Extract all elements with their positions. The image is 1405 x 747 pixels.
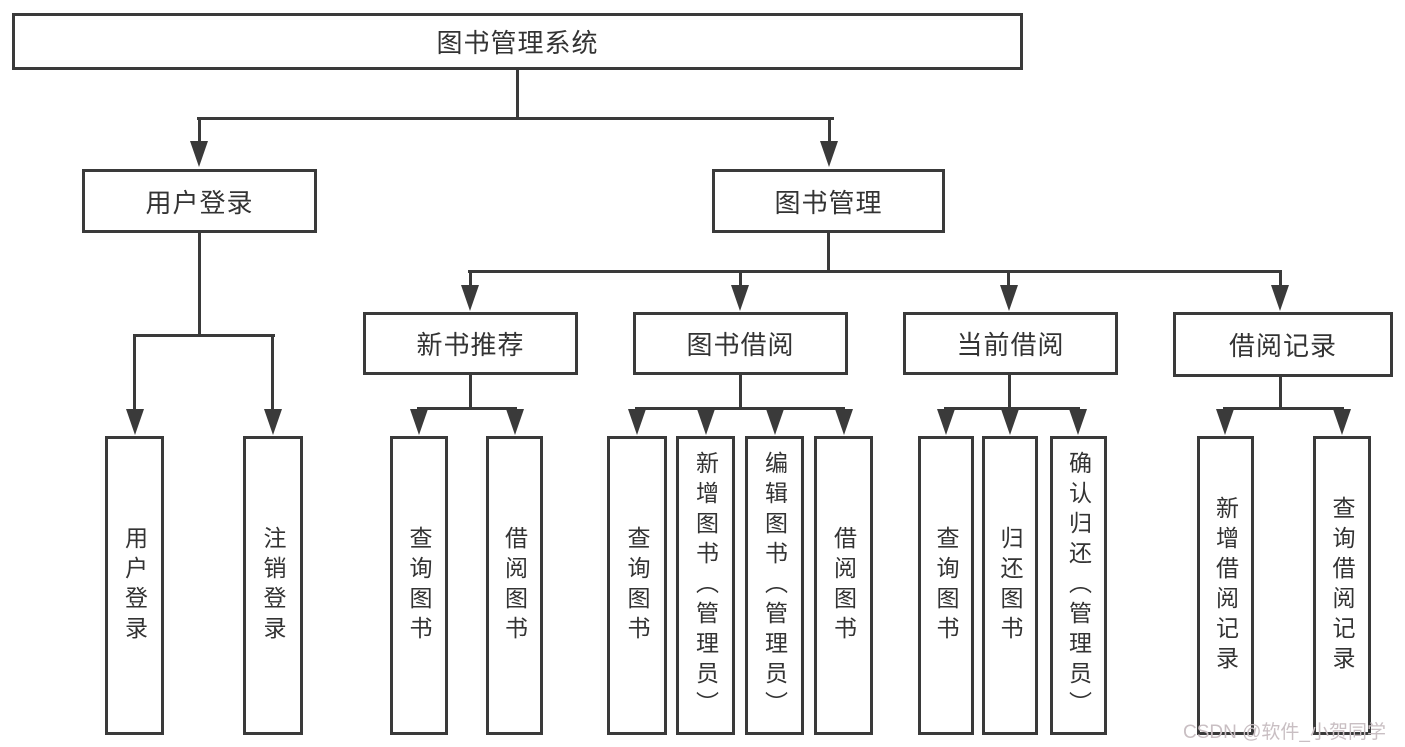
leaf-logout-label: 注销登录 <box>260 525 286 646</box>
leaf-bb-borrow-label: 借阅图书 <box>830 525 857 646</box>
connector-book-mgmt-bar <box>468 270 1282 273</box>
arrow-to-br-query <box>1333 409 1351 435</box>
leaf-rec-query: 查询图书 <box>390 436 448 735</box>
connector-rec-bar <box>417 407 517 410</box>
leaf-cb-query-label: 查询图书 <box>933 525 959 646</box>
arrow-to-borrow-records <box>1271 285 1289 311</box>
connector-book-mgmt-stem <box>827 233 830 273</box>
leaf-cb-query: 查询图书 <box>918 436 974 735</box>
leaf-br-query-label: 查询借阅记录 <box>1329 495 1355 676</box>
connector-borrow-stem <box>739 375 742 410</box>
leaf-user-login: 用户登录 <box>105 436 164 735</box>
connector-current-shaft <box>1007 270 1010 288</box>
leaf-rec-query-label: 查询图书 <box>406 525 432 646</box>
arrow-to-book-borrow <box>731 285 749 311</box>
connector-rec-shaft <box>469 270 472 288</box>
leaf-bb-query: 查询图书 <box>607 436 667 735</box>
arrow-to-cb-return <box>1001 409 1019 435</box>
arrow-to-leaf-logout <box>264 409 282 435</box>
arrow-to-book-mgmt <box>820 141 838 167</box>
leaf-cb-return: 归还图书 <box>982 436 1038 735</box>
arrow-to-br-add <box>1216 409 1234 435</box>
leaf-bb-edit: 编辑图书（管理员） <box>745 436 804 735</box>
node-user-login: 用户登录 <box>82 169 317 233</box>
connector-current-bar <box>944 407 1080 410</box>
csdn-watermark: CSDN @软件_小贺同学 <box>1183 722 1386 743</box>
node-new-book-rec: 新书推荐 <box>363 312 578 375</box>
connector-rec-stem <box>469 375 472 410</box>
leaf-rec-borrow-label: 借阅图书 <box>501 525 528 646</box>
arrow-to-leaf-login <box>126 409 144 435</box>
node-borrow-records: 借阅记录 <box>1173 312 1393 377</box>
arrow-to-bb-borrow <box>835 409 853 435</box>
arrow-to-bb-query <box>628 409 646 435</box>
connector-user-login-stem <box>198 233 201 337</box>
connector-user-login-bar <box>133 334 275 337</box>
leaf-br-add-label: 新增借阅记录 <box>1212 495 1239 676</box>
connector-records-shaft <box>1279 270 1282 288</box>
leaf-bb-add-label: 新增图书（管理员） <box>692 450 719 721</box>
leaf-cb-confirm: 确认归还（管理员） <box>1050 436 1107 735</box>
node-current-borrow-label: 当前借阅 <box>956 330 1065 360</box>
node-book-borrow: 图书借阅 <box>633 312 848 375</box>
arrow-to-bb-edit <box>766 409 784 435</box>
leaf-bb-query-label: 查询图书 <box>624 525 650 646</box>
connector-root-bar <box>197 117 834 120</box>
node-book-mgmt: 图书管理 <box>712 169 945 233</box>
connector-records-stem <box>1279 375 1282 410</box>
connector-borrow-shaft <box>739 270 742 288</box>
arrow-to-rec-borrow <box>506 409 524 435</box>
connector-current-stem <box>1008 375 1011 411</box>
leaf-cb-return-label: 归还图书 <box>997 525 1023 646</box>
leaf-rec-borrow: 借阅图书 <box>486 436 543 735</box>
connector-records-bar <box>1223 407 1344 410</box>
leaf-bb-add: 新增图书（管理员） <box>676 436 735 735</box>
connector-root-stem <box>516 69 519 120</box>
leaf-logout: 注销登录 <box>243 436 303 735</box>
arrow-to-cb-confirm <box>1069 409 1087 435</box>
connector-leaf-login-shaft <box>133 334 136 414</box>
connector-leaf-logout-shaft <box>271 334 274 414</box>
arrow-to-new-book-rec <box>461 285 479 311</box>
connector-book-mgmt-shaft <box>828 117 831 146</box>
node-book-mgmt-label: 图书管理 <box>774 187 883 218</box>
node-book-borrow-label: 图书借阅 <box>686 330 795 360</box>
arrow-to-user-login <box>190 141 208 167</box>
connector-user-login-shaft <box>198 117 201 146</box>
leaf-bb-edit-label: 编辑图书（管理员） <box>761 450 788 721</box>
arrow-to-current-borrow <box>1000 285 1018 311</box>
leaf-bb-borrow: 借阅图书 <box>814 436 873 735</box>
arrow-to-cb-query <box>937 409 955 435</box>
node-root: 图书管理系统 <box>12 13 1023 70</box>
node-new-book-rec-label: 新书推荐 <box>416 330 525 360</box>
leaf-user-login-label: 用户登录 <box>121 525 148 646</box>
leaf-br-query: 查询借阅记录 <box>1313 436 1371 735</box>
connector-borrow-bar <box>635 407 845 410</box>
leaf-cb-confirm-label: 确认归还（管理员） <box>1065 450 1092 721</box>
arrow-to-bb-add <box>697 409 715 435</box>
node-borrow-records-label: 借阅记录 <box>1228 331 1337 361</box>
node-current-borrow: 当前借阅 <box>903 312 1118 375</box>
node-user-login-label: 用户登录 <box>145 187 254 218</box>
arrow-to-rec-query <box>410 409 428 435</box>
leaf-br-add: 新增借阅记录 <box>1197 436 1254 735</box>
node-root-label: 图书管理系统 <box>436 28 599 58</box>
